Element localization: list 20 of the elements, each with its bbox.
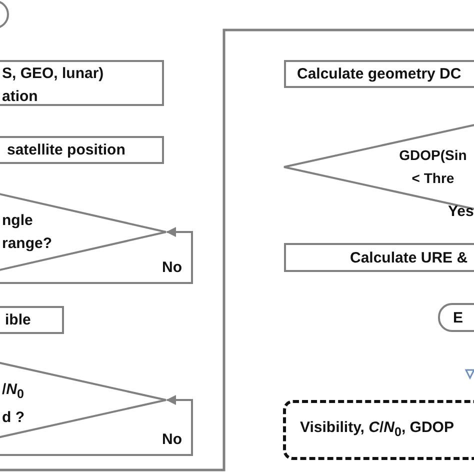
terminal-shape: [438, 303, 474, 332]
process-box: [0, 136, 164, 164]
branch-label: Yes: [448, 202, 474, 222]
loop-arrow: [0, 227, 193, 284]
process-box: [0, 306, 64, 334]
node-text: S, GEO, lunar) ation: [2, 64, 105, 107]
node-text: Visibility, C/N$_{0}$, GDOP: [300, 418, 454, 441]
node-text: Calculate URE &: [350, 248, 468, 268]
node-text: /N$_{0}$ d ?: [2, 380, 26, 428]
output-box: [283, 400, 474, 460]
process-box: [284, 243, 474, 272]
node-text: ngle range?: [2, 211, 54, 254]
node-text: E: [453, 308, 464, 328]
node-text: GDOP(Sin < Thre: [398, 146, 468, 188]
node-text: Calculate geometry DC: [297, 64, 462, 84]
node-text: ible: [5, 310, 31, 330]
loop-arrow: [0, 395, 193, 456]
process-box: [0, 60, 164, 106]
process-box: [284, 60, 474, 88]
node-text: satellite position: [7, 140, 126, 160]
